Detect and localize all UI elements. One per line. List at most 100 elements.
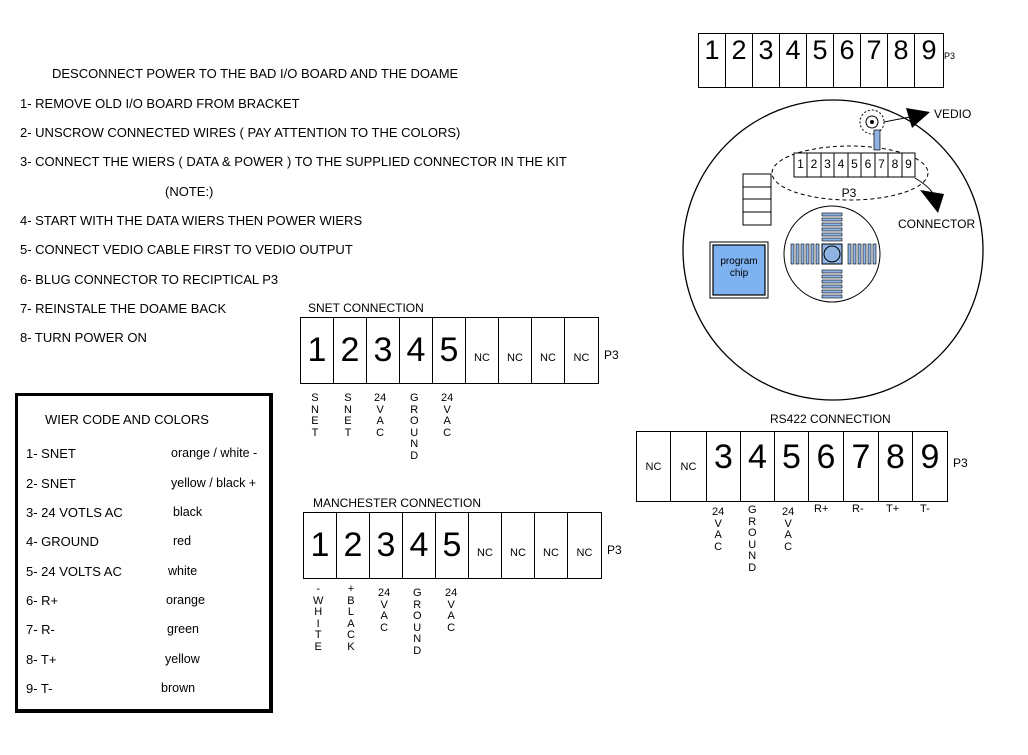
step-4: 4- START WITH THE DATA WIERS THEN POWER … [20,213,363,228]
top-pin-7: 7 [861,34,888,87]
rs422-port-label: P3 [953,456,968,470]
wire-code-legend: WIER CODE AND COLORS 1- SNET orange / wh… [15,393,273,713]
ic-pad [800,243,805,265]
manchester-pin-1: 1 [304,513,337,578]
step-1: 1- REMOVE OLD I/O BOARD FROM BRACKET [20,96,300,111]
legend-wire-7: 7- R- [26,622,55,637]
manchester-label-4: G R O U N D [413,587,422,657]
top-pin-5: 5 [807,34,834,87]
top-p3-connector: 1 2 3 4 5 6 7 8 9 [698,33,944,88]
manchester-connection-title: MANCHESTER CONNECTION [313,496,482,510]
inner-pin-9: 9 [905,157,912,171]
ic-pad [821,279,843,284]
connector-arrow-icon [920,190,944,213]
rs422-pin-6: 6 [809,432,844,501]
legend-color-6: orange [166,593,205,607]
ic-pad [810,243,815,265]
snet-pin-nc: NC [499,318,532,383]
ic-pad [795,243,800,265]
ic-pad [821,237,843,242]
legend-wire-3: 3- 24 VOTLS AC [26,505,123,520]
top-pin-6: 6 [834,34,861,87]
video-lead [873,129,881,151]
top-port-label: P3 [944,51,956,61]
inner-port-label: P3 [842,186,857,200]
manchester-connector: 1 2 3 4 5 NC NC NC NC [303,512,602,579]
legend-wire-9: 9- T- [26,681,53,696]
legend-wire-2: 2- SNET [26,476,76,491]
snet-label-2: S N E T [344,392,352,439]
video-arrow-icon [906,108,930,128]
legend-title: WIER CODE AND COLORS [45,412,209,427]
ic-pad [790,243,795,265]
rs422-label-5: 24 V A C [782,506,795,553]
rs422-connection-title: RS422 CONNECTION [770,412,891,426]
top-pin-4: 4 [780,34,807,87]
inner-pin-8: 8 [892,157,899,171]
step-note: (NOTE:) [165,184,214,199]
manchester-label-2: + B L A C K [347,583,355,653]
rs422-pin-nc: NC [671,432,707,501]
legend-color-9: brown [161,681,196,695]
ic-pad [821,294,843,299]
step-7: 7- REINSTALE THE DOAME BACK [20,301,227,316]
rs422-pin-nc: NC [637,432,671,501]
ic-pad [852,243,857,265]
rs422-pin-4: 4 [741,432,775,501]
manchester-pin-2: 2 [337,513,370,578]
legend-wire-6: 6- R+ [26,593,59,608]
top-pin-1: 1 [699,34,726,87]
legend-color-3: black [173,505,203,519]
top-pin-9: 9 [921,35,937,65]
manchester-pin-nc: NC [535,513,568,578]
inner-pin-6: 6 [865,157,872,171]
inner-pin-5: 5 [851,157,858,171]
io-board-diagram: 1 2 3 4 5 6 7 8 9 P3 VEDIO CONNECTOR pro… [682,99,984,401]
main-ic-pads [790,212,877,299]
legend-wire-1: 1- SNET [26,446,76,461]
rs422-label-8: T+ [886,503,900,515]
program-chip [712,244,766,296]
legend-wire-8: 8- T+ [26,652,57,667]
top-pin-2: 2 [726,34,753,87]
main-ic-core [821,243,843,265]
top-pin-3: 3 [753,34,780,87]
rs422-label-7: R- [852,503,864,515]
manchester-pin-nc: NC [502,513,535,578]
snet-pin-2: 2 [334,318,367,383]
snet-pin-1: 1 [301,318,334,383]
ic-pad [857,243,862,265]
rs422-label-3: 24 V A C [712,506,725,553]
ic-pad [867,243,872,265]
snet-label-4: G R O U N D [410,392,419,462]
relay-stack [742,173,772,226]
snet-connector: 1 2 3 4 5 NC NC NC NC [300,317,599,384]
inner-pin-7: 7 [878,157,885,171]
connector-highlight [771,145,929,201]
inner-pin-2: 2 [811,157,818,171]
manchester-pin-nc: NC [469,513,502,578]
inner-pin-1: 1 [797,157,804,171]
manchester-pin-3: 3 [370,513,403,578]
ic-pad [821,227,843,232]
inner-pin-4: 4 [838,157,845,171]
snet-label-3: 24 V A C [374,392,387,439]
legend-wire-5: 5- 24 VOLTS AC [26,564,122,579]
manchester-label-1: - W H I T E [313,583,324,653]
rs422-label-4: G R O U N D [748,504,757,574]
manchester-label-3: 24 V A C [378,587,391,634]
instructions-heading: DESCONNECT POWER TO THE BAD I/O BOARD AN… [52,66,459,81]
video-arrow-line [883,116,911,123]
inner-p3-connector [793,152,916,178]
ic-pad [821,232,843,237]
rs422-label-6: R+ [814,503,829,515]
legend-color-1: orange / white - [171,446,258,460]
ic-pad [821,217,843,222]
legend-wire-4: 4- GROUND [26,534,99,549]
ic-pad [815,243,820,265]
ic-pad [821,284,843,289]
rs422-pin-3: 3 [707,432,741,501]
manchester-pin-nc: NC [576,546,593,559]
legend-color-4: red [173,534,192,548]
top-pin-8: 8 [888,34,915,87]
